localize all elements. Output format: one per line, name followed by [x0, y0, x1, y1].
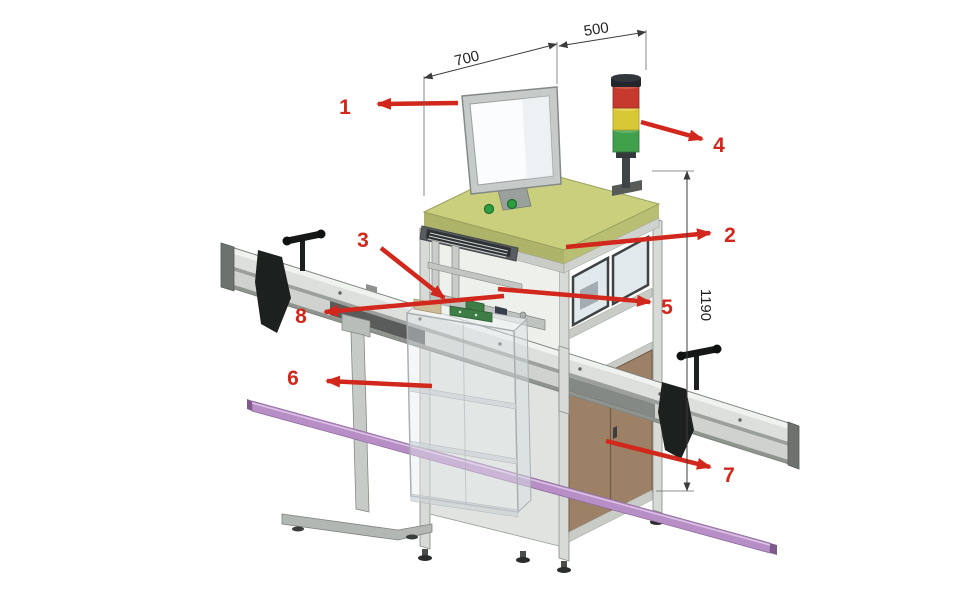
tabletop-frame-right — [563, 217, 660, 274]
dimension-500: 500 — [583, 19, 610, 40]
dimension-1190: 1190 — [697, 289, 714, 321]
clamp-left — [255, 229, 326, 333]
acrylic-shelf-upper — [408, 385, 517, 410]
tower-base — [616, 150, 636, 158]
guide-arm-left — [255, 250, 291, 333]
acrylic-shelf-lower — [409, 440, 518, 465]
callout-5-label: 5 — [661, 296, 673, 319]
dimension-annotations: 700 500 1190 — [423, 19, 714, 492]
tabletop-front-face — [424, 212, 564, 264]
frame-column-front-right-overlay — [558, 345, 570, 415]
stand-foot-pad-right — [406, 534, 418, 540]
callout-4: 4 — [640, 119, 725, 157]
clamp-handle-left — [283, 230, 325, 245]
callout-3: 3 — [357, 229, 446, 300]
conveyor-dark-section-left — [330, 301, 425, 345]
callout-8-label: 8 — [295, 305, 307, 328]
fixture-sensor — [495, 306, 507, 316]
purple-rail-end-left — [247, 399, 252, 411]
acrylic-box-bottom-lip — [410, 493, 519, 518]
tower-segment-yellow — [612, 107, 640, 131]
acrylic-inner-edge — [462, 320, 467, 506]
conveyor-end-cap-right — [787, 421, 800, 470]
stand-foot-pad-left — [292, 526, 304, 532]
conveyor-top-surface — [228, 246, 792, 430]
callout-1-label: 1 — [339, 96, 351, 119]
callout-4-label: 4 — [713, 134, 725, 157]
cabinet-door-handle — [613, 426, 617, 439]
purple-rail-end-right — [770, 543, 777, 555]
fixture-cylinder — [519, 311, 527, 319]
monitor-screen-shade — [522, 96, 553, 179]
conveyor-dark-section-right — [560, 374, 655, 418]
acrylic-box-front — [406, 312, 519, 513]
purple-rail-highlight — [251, 402, 771, 546]
side-window-right — [611, 234, 650, 307]
callout-7: 7 — [605, 438, 735, 487]
clamp-pin-right — [694, 352, 699, 390]
guide-rail-purple — [247, 399, 777, 555]
stand-post — [350, 331, 370, 513]
dimension-700: 700 — [453, 47, 481, 70]
acrylic-box — [405, 298, 532, 518]
sensor-bracket — [366, 284, 377, 293]
tower-cap-top — [611, 74, 641, 82]
floor-stand — [281, 313, 433, 541]
panel-button-left — [483, 203, 495, 215]
conveyor-upper-chord — [228, 252, 792, 443]
panel-button-right — [506, 198, 518, 210]
tower-segment-green — [612, 129, 640, 153]
keyboard-tray — [419, 198, 519, 262]
clamp-handle-right — [677, 345, 721, 360]
callout-3-label: 3 — [357, 229, 369, 252]
pcb-board — [449, 305, 493, 323]
stand-foot — [281, 513, 433, 541]
conveyor-end-cap-left — [220, 242, 235, 292]
callout-7-label: 7 — [723, 464, 735, 487]
callout-2-label: 2 — [724, 224, 736, 247]
callout-8: 8 — [295, 293, 505, 328]
callout-5: 5 — [497, 286, 673, 319]
tabletop-right-face — [564, 204, 659, 264]
stand-bracket — [341, 313, 371, 338]
clamp-pin-left — [300, 238, 305, 271]
tower-pole — [622, 156, 630, 188]
dim-line-700 — [423, 42, 558, 80]
conveyor-gap — [228, 265, 792, 447]
callout-1: 1 — [339, 96, 459, 119]
monitor — [461, 86, 562, 211]
callout-arrows: 1 2 3 4 5 6 7 8 — [287, 96, 736, 487]
signal-tower-light — [611, 74, 642, 196]
tower-segment-red — [612, 85, 640, 109]
side-window-left — [571, 255, 610, 328]
dim-line-500 — [558, 29, 647, 49]
frame-column-back-right — [652, 217, 663, 514]
callout-6: 6 — [287, 367, 433, 390]
callout-6-label: 6 — [287, 367, 299, 390]
